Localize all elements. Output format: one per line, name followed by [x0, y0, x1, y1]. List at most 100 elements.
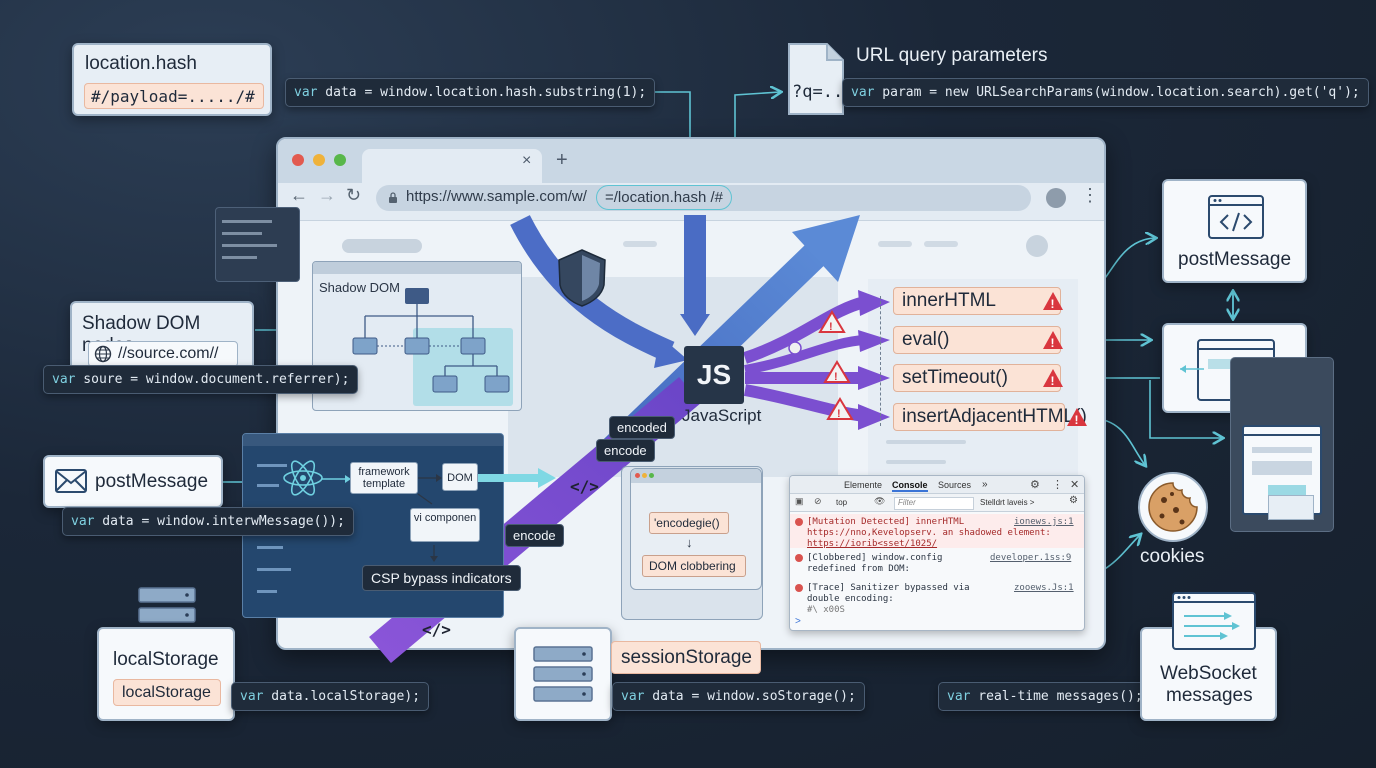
shadow-dom-value: //source.com//: [118, 345, 219, 362]
code-text: data = window.interwMessage());: [94, 514, 345, 529]
sink-innerhtml[interactable]: innerHTML: [893, 287, 1061, 315]
url-text: https://www.sample.com/w/: [406, 188, 587, 205]
warning-icon: !: [826, 397, 854, 420]
code-text: data = window.soStorage();: [644, 689, 856, 704]
code-line-placeholder: [222, 232, 262, 235]
code-keyword: var: [52, 372, 76, 387]
post-message-card: postMessage: [43, 455, 223, 508]
code-text: data.localStorage);: [263, 689, 421, 704]
eye-icon[interactable]: 👁: [874, 496, 886, 506]
session-storage-code: var data = window.soStorage();: [612, 682, 865, 711]
sidebar-toggle-icon[interactable]: ▣: [795, 496, 804, 506]
code-glyph-icon: </>: [422, 620, 451, 639]
devtools-tab-more[interactable]: »: [982, 479, 988, 490]
websocket-code: var real-time messages();: [938, 682, 1152, 711]
tab-close-icon[interactable]: ×: [522, 152, 532, 169]
document-icon: [788, 43, 844, 115]
node-marker-icon: [788, 341, 802, 355]
svg-text:!: !: [837, 408, 841, 420]
devtools-tab-elements[interactable]: Elemente: [844, 480, 883, 490]
dom-clobbering-box: DOM clobbering: [642, 555, 746, 577]
sink-list-placeholder: [886, 460, 946, 464]
console-prompt[interactable]: >: [795, 616, 801, 627]
post-message-code: var data = window.interwMessage());: [62, 507, 354, 536]
panel-titlebar: [313, 262, 521, 274]
code-line-placeholder: [222, 220, 272, 223]
error-icon: [795, 584, 803, 592]
shield-icon: [558, 249, 606, 307]
content-line-placeholder: [1252, 447, 1312, 453]
svg-text:!: !: [1051, 374, 1055, 388]
code-text: param = new URLSearchParams(window.locat…: [874, 85, 1360, 100]
devtools-tab-console[interactable]: Console: [892, 480, 928, 492]
lock-icon: [388, 191, 398, 203]
profile-avatar[interactable]: [1046, 188, 1066, 208]
flow-arrowhead: [858, 404, 890, 430]
websocket-window-icon: [1172, 592, 1256, 650]
gear-icon[interactable]: ⚙: [1030, 479, 1040, 491]
close-icon[interactable]: ✕: [1070, 479, 1080, 491]
browser-tab[interactable]: [362, 149, 542, 183]
warning-icon: !: [818, 310, 846, 333]
encoded-tag: encoded: [609, 416, 675, 439]
levels-select[interactable]: Stelldrt laveis >: [980, 498, 1035, 507]
flow-arrowhead: [792, 215, 860, 282]
devtools-tab-sources[interactable]: Sources: [938, 480, 972, 490]
local-storage-card: localStorage localStorage: [97, 627, 235, 721]
settings-icon[interactable]: ⚙: [1069, 495, 1078, 506]
content-line-placeholder: [1252, 461, 1312, 475]
console-file-link[interactable]: ionews.js:1: [1014, 517, 1074, 527]
dom-box: DOM: [442, 463, 478, 491]
framework-template-box: framework template: [350, 462, 418, 494]
sink-settimeout[interactable]: setTimeout(): [893, 364, 1061, 392]
component-box: vi componen: [410, 508, 480, 542]
console-line: double encoding:: [807, 594, 894, 604]
minimize-dot[interactable]: [313, 154, 325, 166]
console-line: https://iorib<sset/1025/: [807, 539, 938, 549]
encodegie-box: 'encodegie(): [649, 512, 729, 534]
back-icon[interactable]: ←: [290, 185, 308, 205]
code-line-placeholder: [257, 590, 277, 593]
console-file-link[interactable]: developer.1ss:9: [990, 553, 1072, 563]
cookies-label: cookies: [1140, 546, 1205, 567]
sink-eval[interactable]: eval(): [893, 326, 1061, 354]
flow-arrowhead: [858, 330, 890, 352]
close-dot[interactable]: [292, 154, 304, 166]
flow-arrowhead: [858, 366, 890, 390]
flow-arrow-down: [684, 215, 706, 315]
location-hash-code: var data = window.location.hash.substrin…: [285, 78, 656, 107]
kebab-icon[interactable]: ⋮: [1052, 479, 1063, 491]
context-select[interactable]: top: [836, 498, 848, 507]
sink-list-placeholder: [886, 440, 966, 444]
shadow-dom-code: var soure = window.document.referrer);: [43, 365, 359, 394]
address-bar[interactable]: [376, 185, 1031, 211]
console-line: redefined from DOM:: [807, 564, 910, 574]
encode-tag: encode: [596, 439, 655, 462]
envelope-icon: [55, 469, 87, 493]
encodegie-label: 'encodegie(): [654, 516, 720, 530]
flow-arrow-to-eval: [744, 335, 866, 375]
code-glyph-icon: </>: [570, 477, 599, 496]
shadow-dom-card: Shadow DOM nodes //source.com//: [70, 301, 254, 373]
forward-icon[interactable]: →: [318, 185, 336, 205]
maximize-dot[interactable]: [334, 154, 346, 166]
devtools-tabbar: [790, 476, 1084, 494]
sink-bracket: [880, 296, 890, 426]
filter-input[interactable]: Filter: [894, 497, 974, 510]
new-tab-icon[interactable]: +: [556, 149, 568, 171]
dom-clobbering-label: DOM clobbering: [649, 559, 736, 573]
yellow-dot: [642, 473, 647, 478]
menu-kebab-icon[interactable]: ⋮: [1081, 185, 1099, 205]
console-file-link[interactable]: zooews.Js:1: [1014, 583, 1074, 593]
code-line-placeholder: [257, 484, 279, 487]
reload-icon[interactable]: ↻: [346, 185, 362, 205]
clear-console-icon[interactable]: ⊘: [814, 496, 822, 506]
error-icon: [795, 518, 803, 526]
code-line-placeholder: [257, 568, 291, 571]
js-label: JavaScript: [682, 406, 762, 425]
code-window-icon: [1208, 195, 1264, 239]
sink-insertadjacenthtml[interactable]: insertAdjacentHTML(): [893, 403, 1087, 431]
code-text: real-time messages();: [970, 689, 1143, 704]
react-atom-icon: [283, 460, 323, 496]
code-line-placeholder: [257, 464, 287, 467]
